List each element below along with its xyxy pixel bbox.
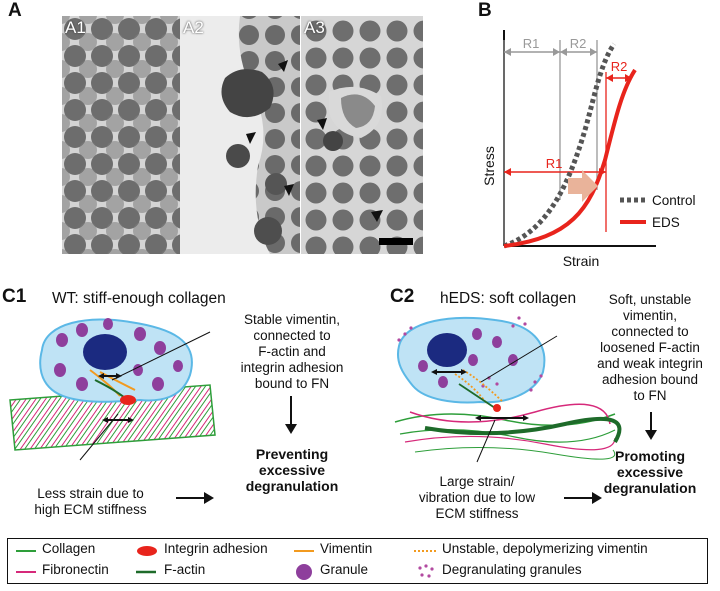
panel-label-c2: C2 (390, 286, 415, 307)
c2-outcome: Promoting excessive degranulation (603, 448, 697, 496)
legend-collagen: Collagen (42, 541, 96, 556)
legend-integrin: Integrin adhesion (164, 541, 268, 556)
eds-curve (503, 68, 637, 248)
r1-red-label: R1 (546, 156, 563, 171)
micrograph-a1: A1 (62, 16, 180, 254)
c2-cell-illustration (394, 316, 622, 463)
c2-pointer-line (480, 335, 558, 383)
legend-granule: Granule (320, 562, 369, 577)
r2-gray-label: R2 (570, 36, 587, 51)
c2-strain-text: Large strain/ vibration due to low ECM s… (418, 474, 536, 521)
legend-unstable-vimentin: Unstable, depolymerizing vimentin (442, 541, 648, 556)
legend-vimentin: Vimentin (320, 541, 373, 556)
legend-degranulating: Degranulating granules (442, 562, 582, 577)
c1-annotation: Stable vimentin, connected to F-actin an… (240, 312, 344, 391)
micrograph-a3-image (301, 16, 423, 254)
micrograph-a1-label: A1 (65, 18, 86, 37)
y-axis-label: Stress (481, 146, 497, 186)
c1-down-arrow (285, 396, 297, 434)
stress-strain-plot: R1 R2 R1 R2 Control EDS Stress Strain (481, 30, 696, 269)
r2-red-label: R2 (611, 59, 628, 74)
legend-eds: EDS (652, 215, 680, 230)
c2-integrin (493, 404, 501, 412)
micrograph-a2-label: A2 (183, 18, 204, 37)
c2-strain-arrows (433, 371, 527, 419)
fibronectin-legend-icon (16, 571, 36, 573)
c1-nucleus (83, 334, 127, 370)
panel-label-c1: C1 (2, 286, 27, 307)
legend-box: Collagen Integrin adhesion Vimentin Unst… (7, 538, 708, 584)
c2-factin (458, 383, 496, 409)
c1-granules (54, 318, 183, 391)
c2-title: hEDS: soft collagen (440, 290, 577, 307)
factin-legend-icon (136, 570, 156, 574)
micrograph-a2: A2 (180, 16, 300, 254)
c2-collagen-matrix (394, 403, 622, 460)
c1-right-arrow (176, 492, 214, 504)
c2-annotation: Soft, unstable vimentin, connected to lo… (597, 292, 703, 403)
shift-arrow (568, 170, 598, 202)
panel-label-a: A (8, 0, 22, 21)
c1-outcome: Preventing excessive degranulation (245, 446, 339, 494)
c2-down-arrow (645, 412, 657, 440)
r1-gray-label: R1 (523, 36, 540, 51)
c2-nucleus (427, 333, 467, 367)
control-curve (503, 42, 617, 249)
granule-legend-icon (296, 564, 312, 580)
legend-fibronectin: Fibronectin (42, 562, 109, 577)
legend-factin: F-actin (164, 562, 206, 577)
c2-granules (418, 328, 518, 388)
c1-cell-illustration (9, 318, 216, 461)
collagen-legend-icon (16, 550, 36, 552)
panel-label-b: B (478, 0, 492, 21)
micrograph-a3: A3 (301, 16, 423, 254)
micrograph-a2-image (180, 16, 300, 254)
c1-pointer-line (111, 331, 211, 381)
c1-strain-text: Less strain due to high ECM stiffness (34, 486, 147, 517)
micrograph-a3-label: A3 (304, 18, 325, 37)
micrograph-a1-image (62, 16, 180, 254)
legend-control: Control (652, 193, 696, 208)
degranulating-legend-icon (418, 564, 434, 578)
c2-right-arrow (564, 492, 602, 504)
c1-title: WT: stiff-enough collagen (52, 290, 226, 307)
unstable-vimentin-legend-icon (414, 550, 436, 552)
c1-integrin (120, 395, 136, 405)
vimentin-legend-icon (294, 550, 314, 552)
x-axis-label: Strain (563, 253, 600, 269)
integrin-legend-icon (137, 546, 157, 556)
